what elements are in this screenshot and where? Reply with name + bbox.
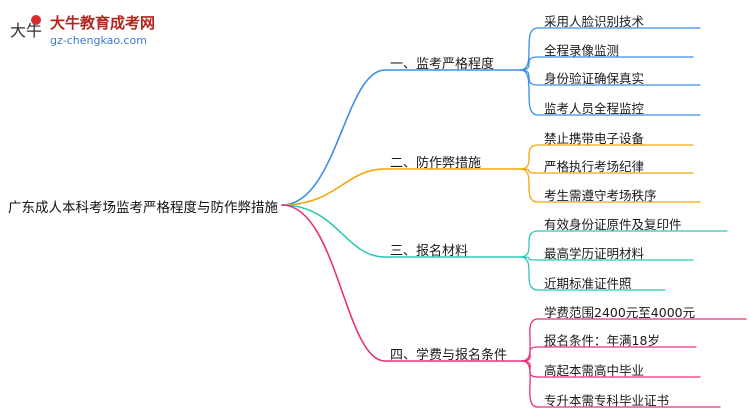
leaf-node: 禁止携带电子设备 xyxy=(544,131,645,146)
branch-leaf-connector xyxy=(519,69,539,116)
root-node: 广东成人本科考场监考严格程度与防作弊措施 xyxy=(8,200,278,216)
leaf-node: 近期标准证件照 xyxy=(544,276,632,291)
branch-leaf-connector xyxy=(519,168,539,203)
leaf-node: 身份验证确保真实 xyxy=(544,71,645,86)
branch-node: 三、报名材料 xyxy=(390,244,469,259)
logo: 大牛 大牛教育成考网 gz-chengkao.com xyxy=(6,10,176,54)
leaf-node: 监考人员全程监控 xyxy=(544,101,645,116)
branch-leaf-connector xyxy=(519,144,539,170)
root-branch-connector xyxy=(281,204,386,258)
leaf-node: 学费范围2400元至4000元 xyxy=(544,305,696,320)
root-branch-connector xyxy=(281,168,386,206)
branch-node: 四、学费与报名条件 xyxy=(390,348,508,363)
root-branch-connector xyxy=(281,69,386,206)
leaf-node: 考生需遵守考场秩序 xyxy=(544,188,657,203)
leaf-node: 严格执行考场纪律 xyxy=(544,159,645,174)
leaf-node: 最高学历证明材料 xyxy=(544,246,645,261)
leaf-node: 有效身份证原件及复印件 xyxy=(544,217,682,232)
leaf-node: 全程录像监测 xyxy=(544,43,620,58)
branch-leaf-connector xyxy=(521,360,539,408)
branch-leaf-connector xyxy=(521,318,539,362)
root-branch-connector xyxy=(281,204,386,362)
leaf-node: 报名条件：年满18岁 xyxy=(544,333,660,348)
leaf-node: 专升本需专科毕业证书 xyxy=(544,393,670,408)
branch-leaf-connector xyxy=(519,230,539,258)
leaf-node: 高起本需高中毕业 xyxy=(544,363,645,378)
logo-mark-text: 大牛 xyxy=(10,21,42,40)
logo-mark-icon: 大牛 xyxy=(10,15,42,40)
logo-url: gz-chengkao.com xyxy=(50,34,147,47)
branch-leaf-connector xyxy=(519,256,539,291)
branch-leaf-connector xyxy=(519,27,539,71)
leaf-node: 采用人脸识别技术 xyxy=(544,14,645,29)
branch-node: 二、防作弊措施 xyxy=(390,156,482,171)
branch-leaf-connector xyxy=(521,346,539,362)
branch-node: 一、监考严格程度 xyxy=(390,57,495,72)
logo-title: 大牛教育成考网 xyxy=(50,14,156,32)
